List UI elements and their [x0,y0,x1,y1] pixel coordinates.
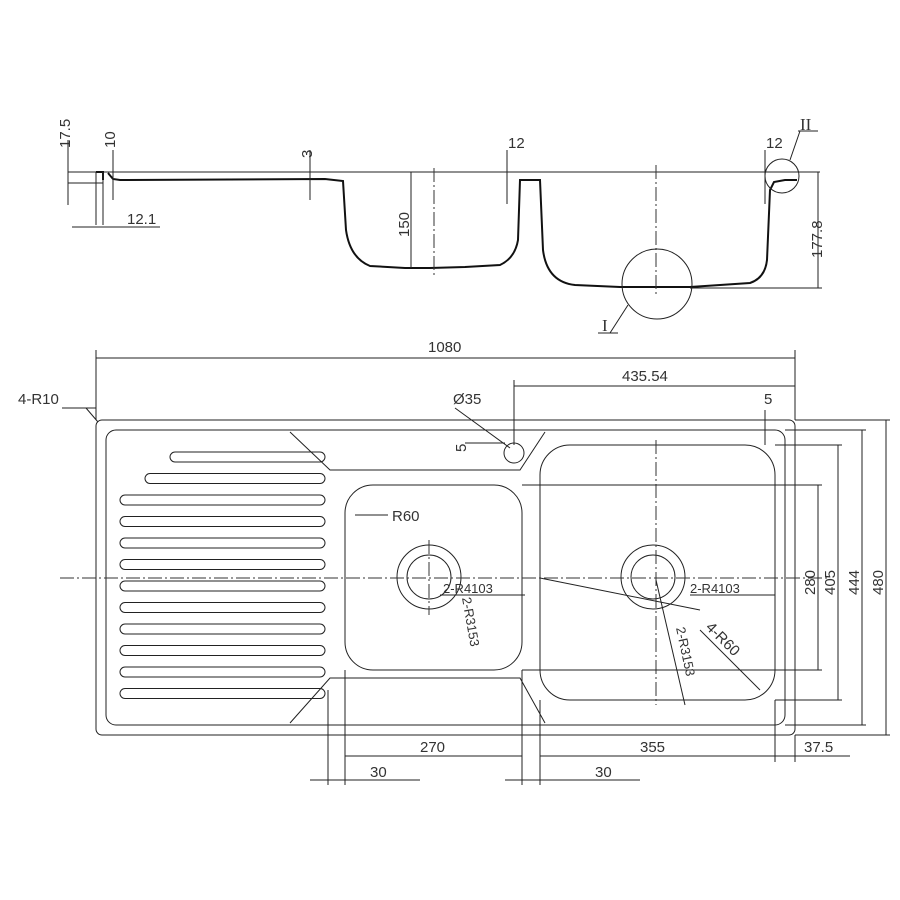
dim-small-r3153: 2-R3153 [459,596,482,648]
drainer-groove [119,602,326,613]
detail-label-2: II [800,115,812,134]
dim-12-divider: 12 [508,135,525,152]
drainer-groove [119,580,326,592]
section-view: 17.5 10 12.1 3 150 12 12 177.8 I II [57,115,826,335]
drainer-groove [119,645,326,656]
dim-30-left: 30 [370,764,387,781]
drainer-groove [119,559,326,570]
dim-3: 3 [299,150,316,158]
drainer-groove [119,666,326,678]
dim-444: 444 [846,570,863,595]
dim-270: 270 [420,739,445,756]
dim-435-54: 435.54 [622,368,668,385]
dim-4-r60: 4-R60 [702,619,743,660]
dim-37-5: 37.5 [804,739,833,756]
dim-17-5: 17.5 [57,119,74,148]
drainer-groove [119,494,326,506]
dim-r60: R60 [392,508,420,525]
dim-large-r4103: 2-R4103 [690,581,740,596]
drainer-groove [119,516,326,527]
dim-4-r10: 4-R10 [18,391,59,408]
dim-1080: 1080 [428,339,461,356]
dim-30-right: 30 [595,764,612,781]
detail-label-1: I [602,316,608,335]
dim-480: 480 [870,570,887,595]
plan-view: 1080 435.54 4-R10 Ø35 5 5 R60 2-R4103 2-… [18,339,890,785]
dim-177-8: 177.8 [809,220,826,258]
dim-12-1: 12.1 [127,211,156,228]
dim-small-r4103: 2-R4103 [443,581,493,596]
dim-405: 405 [822,570,839,595]
dim-280: 280 [802,570,819,595]
drainer-groove [119,623,326,635]
dim-5-side: 5 [453,444,470,452]
dim-5-top: 5 [764,391,772,408]
dim-355: 355 [640,739,665,756]
drainer-grooves [119,451,326,699]
drainer-groove [119,688,326,699]
drainer-groove [169,451,326,463]
drainer-groove [119,537,326,549]
dim-150: 150 [396,212,413,237]
dim-tap-hole: Ø35 [453,391,481,408]
dim-10: 10 [102,131,119,148]
drainer-groove [144,473,326,484]
dim-12-edge: 12 [766,135,783,152]
